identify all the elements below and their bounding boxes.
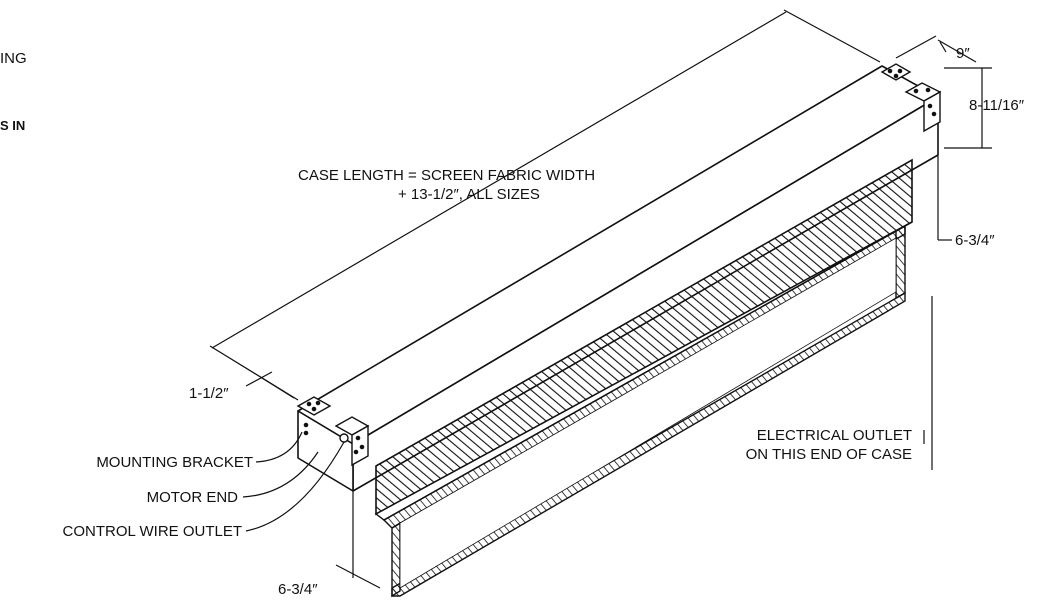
- motor-end-label: MOTOR END: [147, 489, 239, 506]
- screen-case: [297, 65, 939, 492]
- fabric-right-side: [895, 224, 906, 300]
- motor-end-leader: [242, 451, 319, 498]
- dimension-lines: [209, 9, 992, 589]
- mounting-bracket-right: [880, 63, 942, 133]
- width-9-label: 9″: [956, 45, 970, 62]
- left-fragment-2: S IN: [0, 118, 25, 133]
- left-fragment-1: ING: [0, 50, 27, 67]
- bracket-offset-label: 1-1/2″: [189, 385, 229, 402]
- screen-roller: [374, 158, 913, 521]
- case-length-label-line1: CASE LENGTH = SCREEN FABRIC WIDTH: [298, 167, 595, 184]
- control-wire-leader: [245, 441, 345, 532]
- drop-left-label: 6-3/4″: [278, 581, 318, 598]
- case-length-dim-line: [211, 11, 787, 349]
- control-wire-outlet-hole: [339, 433, 349, 443]
- height-label: 8-11/16″: [969, 97, 1025, 114]
- mounting-bracket-label: MOUNTING BRACKET: [96, 454, 253, 471]
- electrical-outlet-label-line2: ON THIS END OF CASE: [746, 446, 912, 463]
- screen-fabric: [399, 237, 897, 589]
- drop-right-label: 6-3/4″: [955, 232, 995, 249]
- case-length-label-line2: + 13-1/2″, ALL SIZES: [398, 186, 540, 203]
- control-wire-outlet-label: CONTROL WIRE OUTLET: [63, 523, 242, 540]
- electrical-outlet-label-line1: ELECTRICAL OUTLET: [757, 427, 912, 444]
- mounting-bracket-leader: [255, 431, 303, 463]
- screen-fabric-frame: [382, 224, 906, 598]
- fabric-left-side: [391, 521, 401, 598]
- mounting-bracket-left: [296, 396, 370, 467]
